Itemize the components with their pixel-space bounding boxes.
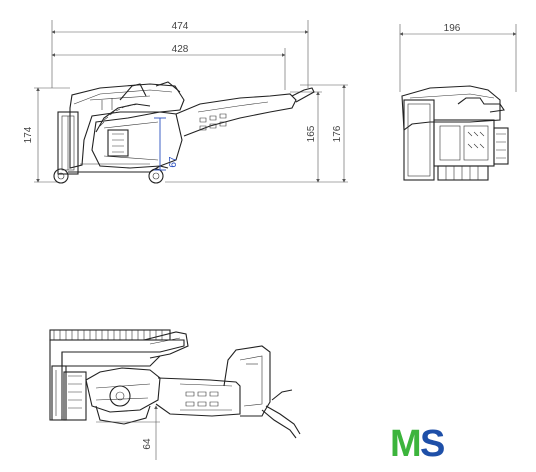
front-machine xyxy=(401,85,509,181)
logo-letter-s: S xyxy=(420,423,445,465)
dim-label-428: 428 xyxy=(172,44,189,55)
side-view: 474 428 174 165 176 xyxy=(23,20,348,184)
dim-label-474: 474 xyxy=(172,21,189,32)
top-view: 64 xyxy=(49,329,301,460)
dim-label-67: 67 xyxy=(168,156,179,168)
side-machine: 67 xyxy=(53,81,315,184)
dim-label-176: 176 xyxy=(332,125,343,142)
dim-label-196: 196 xyxy=(444,23,461,34)
front-view: 196 xyxy=(399,23,517,181)
dim-label-64: 64 xyxy=(142,438,153,450)
logo-letter-m: M xyxy=(390,423,422,465)
dim-label-165: 165 xyxy=(306,125,317,142)
ms-logo: M S xyxy=(390,423,445,465)
dim-label-174: 174 xyxy=(23,126,34,143)
top-machine xyxy=(49,329,301,439)
